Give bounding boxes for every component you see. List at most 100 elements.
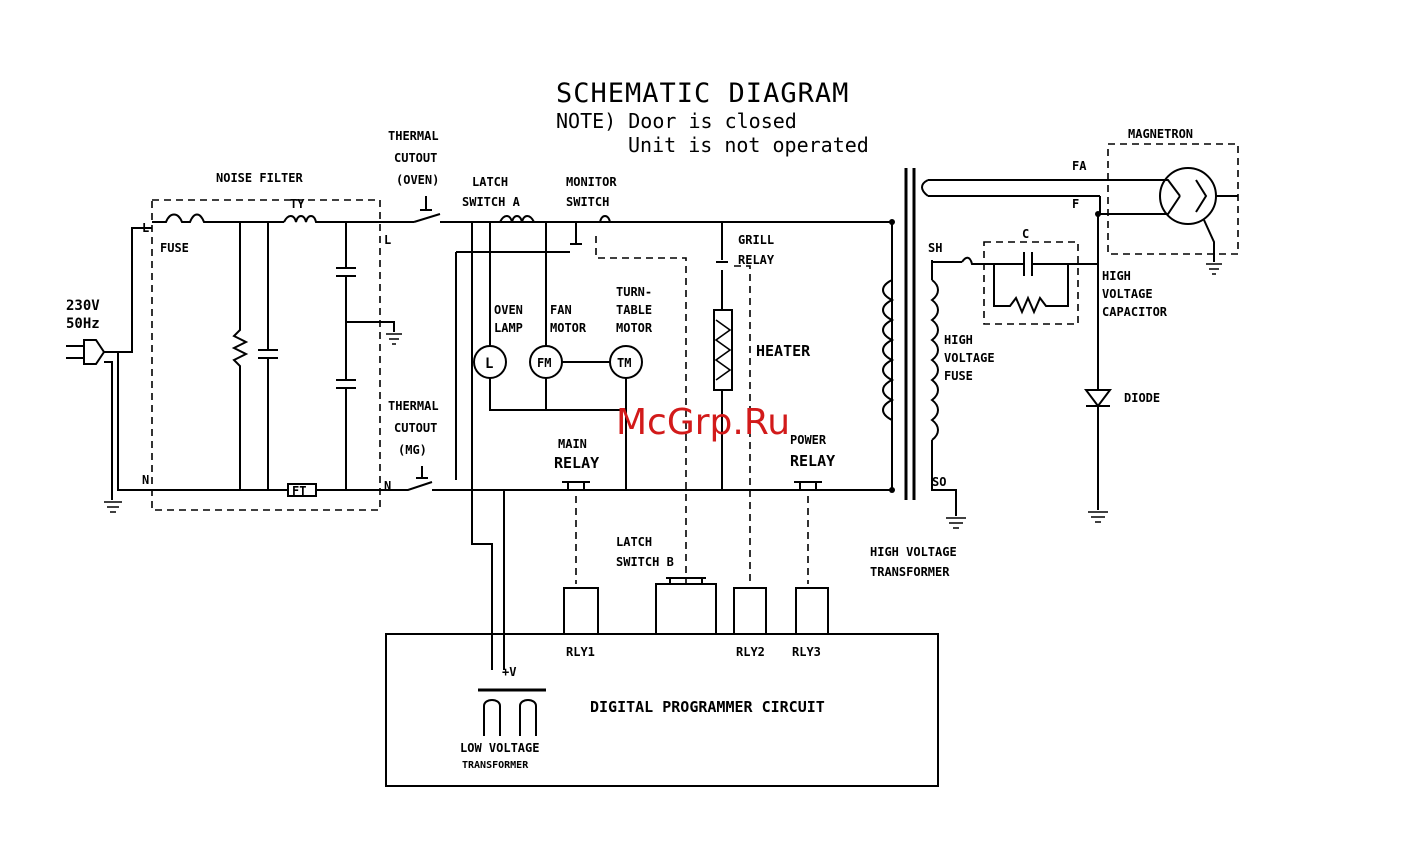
- f-terminal-label: F: [1072, 197, 1079, 211]
- hv-capacitor-symbol: [994, 252, 1068, 276]
- turntable-motor-label-2: TABLE: [616, 303, 652, 317]
- oven-lamp-symbol-label: L: [485, 356, 493, 372]
- hv-sh-lead: [931, 260, 962, 280]
- fuse-label: FUSE: [160, 241, 189, 255]
- neutral-terminal-label: N: [142, 473, 149, 487]
- digital-programmer-box: [385, 633, 939, 787]
- capacitor-bleeder-resistor: [993, 264, 1069, 315]
- diagram-title: SCHEMATIC DIAGRAM: [556, 78, 849, 109]
- thermal-cutout-oven-label-2: CUTOUT: [394, 151, 437, 165]
- hv-fuse-symbol: [961, 256, 994, 265]
- rly2-label: RLY2: [736, 645, 765, 659]
- lv-transformer-windings: [483, 699, 537, 736]
- latch-switch-b-contact: [666, 577, 706, 584]
- rly1-coil: [563, 587, 599, 635]
- inductor-ty: [283, 215, 380, 223]
- ground-symbol: [104, 501, 122, 513]
- monitor-switch-link: [595, 236, 687, 584]
- thermal-mg-n-label: N: [384, 479, 391, 493]
- monitor-switch-symbol: [570, 215, 611, 245]
- fan-motor-label-2: MOTOR: [550, 321, 587, 335]
- hv-transformer-label-2: TRANSFORMER: [870, 565, 950, 579]
- hv-fuse-label-3: FUSE: [944, 369, 973, 383]
- main-relay-label-2: RELAY: [554, 454, 599, 472]
- noise-filter-box: [151, 199, 381, 511]
- supply-frequency-label: 50Hz: [66, 316, 100, 332]
- junction-dot: [889, 487, 895, 493]
- thermal-oven-l-label: L: [384, 233, 391, 247]
- turntable-motor-label-1: TURN-: [616, 285, 652, 299]
- hv-fuse-label-2: VOLTAGE: [944, 351, 995, 365]
- turntable-motor-symbol-label: TM: [617, 356, 631, 370]
- hv-transformer-core: [904, 168, 916, 500]
- main-line-rail: [380, 213, 892, 223]
- hv-primary-winding: [882, 279, 895, 421]
- hv-capacitor-label-1: HIGH: [1102, 269, 1131, 283]
- thermal-cutout-mg-label-3: (MG): [398, 443, 427, 457]
- bleeder-resistor: [231, 222, 249, 490]
- filter-capacitor-1: [258, 222, 278, 490]
- control-line-1: [471, 490, 493, 670]
- rly2-coil: [733, 587, 767, 635]
- ground-symbol: [1206, 263, 1222, 275]
- main-relay-label-1: MAIN: [558, 437, 587, 451]
- digital-programmer-label: DIGITAL PROGRAMMER CIRCUIT: [590, 698, 825, 716]
- latch-switch-a-label-1: LATCH: [472, 175, 508, 189]
- ground-symbol: [386, 333, 402, 345]
- thermal-cutout-mg-symbol: [416, 466, 428, 479]
- oven-lamp-symbol: [473, 345, 507, 379]
- rly3-coil: [795, 587, 829, 635]
- diode-lead: [1086, 405, 1110, 510]
- fa-terminal-label: FA: [1072, 159, 1087, 173]
- turntable-motor-symbol: [609, 345, 643, 379]
- inductor-ft: [287, 483, 317, 497]
- monitor-switch-label-1: MONITOR: [566, 175, 617, 189]
- fan-motor-symbol: [529, 345, 563, 379]
- rly1-label: RLY1: [566, 645, 595, 659]
- control-line-2: [455, 251, 570, 480]
- heater-label: HEATER: [756, 342, 811, 360]
- power-relay-label-2: RELAY: [790, 452, 835, 470]
- lv-transformer-label-2: TRANSFORMER: [462, 760, 529, 771]
- thermal-cutout-oven-label-3: (OVEN): [396, 173, 439, 187]
- latch-switch-b-label-2: SWITCH B: [616, 555, 674, 569]
- fuse-symbol: [152, 213, 284, 223]
- hv-capacitor-label-2: VOLTAGE: [1102, 287, 1153, 301]
- magnetron-anode-lead: [1203, 195, 1238, 262]
- filter-capacitor-y: [336, 222, 356, 490]
- oven-lamp-label-2: LAMP: [494, 321, 523, 335]
- hv-capacitor-box: [983, 241, 1079, 325]
- filter-ground-lead: [346, 321, 395, 332]
- supply-voltage-label: 230V: [66, 298, 100, 314]
- grill-relay-link: [734, 265, 751, 584]
- junction-dot: [889, 219, 895, 225]
- thermal-cutout-mg-label-2: CUTOUT: [394, 421, 437, 435]
- magnetron-tube-symbol: [1159, 167, 1217, 225]
- latch-switch-a-label-2: SWITCH A: [462, 195, 521, 209]
- rly3-label: RLY3: [792, 645, 821, 659]
- latch-switch-b-label-1: LATCH: [616, 535, 652, 549]
- thermal-cutout-oven-symbol: [420, 196, 432, 211]
- latch-switch-b-box: [655, 583, 717, 635]
- grill-relay-label-2: RELAY: [738, 253, 775, 267]
- line-terminal-label: L: [142, 221, 149, 235]
- power-plug: [66, 227, 152, 513]
- turntable-motor-label-3: MOTOR: [616, 321, 653, 335]
- diode-symbol: [1084, 389, 1112, 408]
- hv-transformer-label-1: HIGH VOLTAGE: [870, 545, 957, 559]
- diode-label: DIODE: [1124, 391, 1160, 405]
- grill-relay-branch: [716, 222, 728, 490]
- magnetron-label: MAGNETRON: [1128, 127, 1193, 141]
- ground-symbol: [1088, 511, 1108, 523]
- magnetron-filament-leads: [1099, 179, 1126, 215]
- ground-symbol: [946, 517, 966, 529]
- fan-motor-label-1: FAN: [550, 303, 572, 317]
- lv-transformer-label-1: LOW VOLTAGE: [460, 741, 539, 755]
- latch-switch-a-symbol: [499, 215, 535, 223]
- heater-symbol: [713, 309, 733, 391]
- monitor-switch-label-2: SWITCH: [566, 195, 609, 209]
- noise-filter-label: NOISE FILTER: [216, 171, 303, 185]
- note-line-1: NOTE) Door is closed: [556, 109, 797, 133]
